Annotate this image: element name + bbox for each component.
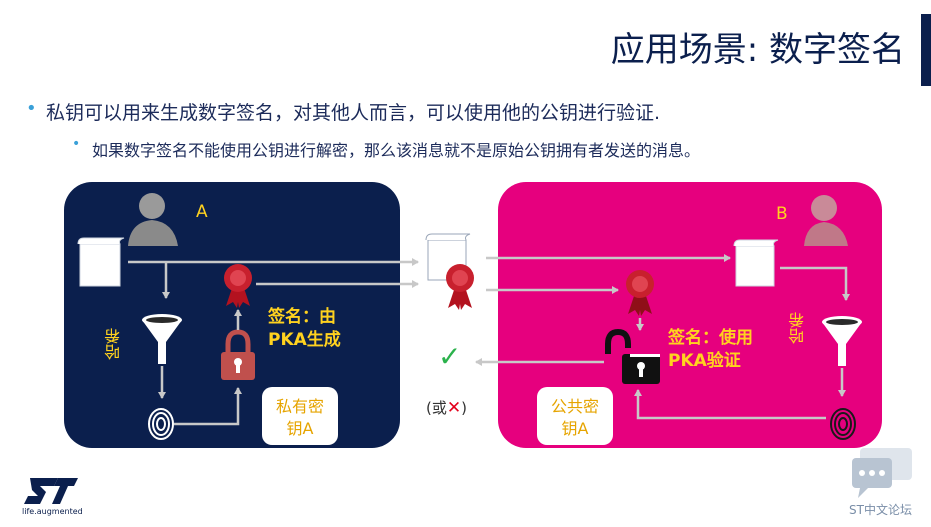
fingerprint-b-icon	[830, 408, 856, 440]
public-lock-icon	[605, 328, 660, 384]
bullet-sub-text: 如果数字签名不能使用公钥进行解密，那么该消息就不是原始公钥拥有者发送的消息。	[92, 141, 701, 160]
seal-a-icon	[224, 264, 252, 308]
person-b-icon	[804, 195, 848, 246]
document-a-icon	[77, 237, 125, 287]
private-key-line1: 私有密	[275, 397, 324, 416]
cross-icon: ✕	[446, 398, 462, 418]
or-prefix: (或	[426, 399, 447, 417]
title-accent-bar	[921, 14, 931, 86]
sign-label-a-line1: 签名：由	[268, 307, 336, 327]
or-fail-note: (或✕)	[426, 397, 467, 418]
party-a-label: A	[196, 202, 208, 222]
seal-b-icon	[626, 270, 654, 316]
hash-funnel-b-icon	[822, 316, 862, 366]
hash-label-a: 哈希	[104, 328, 123, 360]
public-key-line1: 公共密	[550, 397, 599, 416]
sign-label-a: 签名：由 PKA生成	[268, 306, 341, 352]
bullet-dot-icon: •	[26, 98, 37, 119]
bullet-sub: • 如果数字签名不能使用公钥进行解密，那么该消息就不是原始公钥拥有者发送的消息。	[72, 136, 701, 161]
page-title: 应用场景: 数字签名	[610, 30, 905, 70]
check-icon: ✓	[438, 340, 462, 373]
hash-label-b: 哈希	[788, 312, 807, 344]
or-suffix: )	[461, 399, 467, 417]
private-key-box: 私有密 钥A	[262, 387, 338, 445]
document-b-icon	[733, 239, 779, 287]
sign-label-b-line1: 签名：使用	[668, 328, 753, 348]
party-a-panel	[64, 182, 400, 448]
sign-label-b: 签名：使用 PKA验证	[668, 327, 753, 373]
logo-tagline: life.augmented	[22, 507, 83, 516]
fingerprint-a-icon	[148, 408, 174, 440]
person-a-icon	[128, 193, 178, 246]
public-key-line2: 钥A	[561, 419, 589, 438]
public-key-box: 公共密 钥A	[537, 387, 613, 445]
bullet-main-text: 私钥可以用来生成数字签名，对其他人而言，可以使用他的公钥进行验证.	[46, 102, 661, 124]
hash-funnel-a-icon	[142, 314, 182, 364]
party-b-label: B	[776, 204, 788, 224]
flow-arrows	[128, 254, 850, 426]
sign-label-a-line2: PKA生成	[268, 330, 341, 350]
forum-label: ST中文论坛	[849, 503, 912, 517]
bullet-dot-icon: •	[72, 136, 81, 152]
bullet-main: • 私钥可以用来生成数字签名，对其他人而言，可以使用他的公钥进行验证.	[26, 98, 661, 125]
sign-label-b-line2: PKA验证	[668, 351, 741, 371]
private-lock-icon	[221, 329, 255, 380]
seal-middle-icon	[446, 264, 474, 310]
private-key-line2: 钥A	[286, 419, 314, 438]
